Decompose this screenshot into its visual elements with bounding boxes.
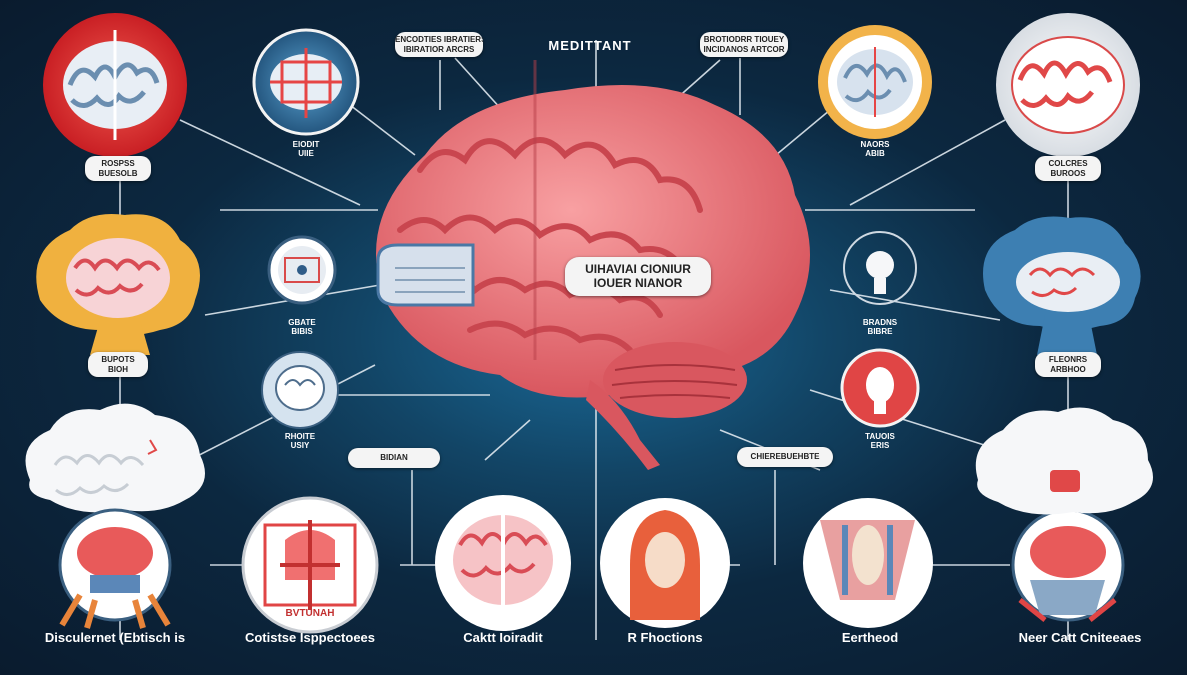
circle-label-c: RHOITE USIY xyxy=(270,432,330,450)
label-left-2-line1: BUPOTS xyxy=(101,355,135,364)
central-brain xyxy=(376,60,810,470)
anatomy-icon-bottom-5 xyxy=(803,498,933,628)
label-right-1-line2: BUROOS xyxy=(1050,168,1086,178)
title: MEDITTANT xyxy=(548,38,632,53)
label-right-2: FLEONRS ARBHOO xyxy=(1035,352,1101,378)
label-left-2: BUPOTS BIOH xyxy=(88,352,148,378)
brain-icon-right-blue xyxy=(983,216,1141,355)
brain-icon-bottomright xyxy=(1011,508,1125,622)
circle-label-e-line1: BRADNS xyxy=(862,318,898,327)
label-right-1-line1: COLCRES xyxy=(1048,159,1088,168)
circle-label-d: NAORS ABIB xyxy=(845,140,905,158)
top-pill-right: BROTIODRR TIOUEY INCIDANOS ARTCOR xyxy=(700,32,788,58)
top-pill-right-line2: INCIDANOS ARTCOR xyxy=(703,44,785,54)
circle-label-e-line2: BIBRE xyxy=(867,327,893,336)
brain-icon-topright-orange xyxy=(818,25,932,139)
mid-pill-left: BIDIAN xyxy=(348,448,440,468)
brain-scan-icon-top xyxy=(252,28,360,136)
caption-6: Neer Catt Cniteeaes xyxy=(1018,630,1142,645)
top-pill-left-line2: IBIRATIOR ARCRS xyxy=(403,44,475,54)
caption-1: Disculernet (Ebtisch is xyxy=(44,630,186,645)
label-left-1: ROSPSS BUESOLB xyxy=(85,156,151,182)
lightbulb-icon-right-red xyxy=(840,348,920,428)
center-label-line1: UIHAVIAI CIONIUR xyxy=(585,262,691,276)
circle-label-c-line2: USIY xyxy=(290,441,310,450)
label-right-2-line1: FLEONRS xyxy=(1048,355,1088,364)
top-pill-left-line1: ENCODTIES IBRATIERS xyxy=(395,35,483,44)
brain-icon-left-white xyxy=(25,403,205,513)
circle-label-d-line1: NAORS xyxy=(860,140,890,149)
top-pill-right-line1: BROTIODRR TIOUEY xyxy=(703,35,785,44)
brain-icon-topright xyxy=(996,13,1140,157)
label-left-1-line2: BUESOLB xyxy=(98,168,138,178)
circle-label-f-line2: ERIS xyxy=(870,441,890,450)
person-icon-bottom-4 xyxy=(600,498,730,628)
circle-label-b-line1: GBATE xyxy=(288,318,316,327)
top-pill-left: ENCODTIES IBRATIERS IBIRATIOR ARCRS xyxy=(395,32,483,58)
center-label-line2: IOUER NIANOR xyxy=(593,276,683,291)
brain-icon-bottom-2: BVTUNAH xyxy=(241,496,379,634)
brain-icon-left-small-2 xyxy=(261,351,339,429)
center-label: UIHAVIAI CIONIUR IOUER NIANOR xyxy=(565,257,711,296)
brain-icon-bottomleft xyxy=(58,508,172,629)
circle-label-e: BRADNS BIBRE xyxy=(850,318,910,336)
brain-icon-topleft xyxy=(43,13,187,157)
ring-label: BVTUNAH xyxy=(286,608,335,619)
label-right-2-line2: ARBHOO xyxy=(1050,364,1086,374)
circle-label-f: TAUOIS ERIS xyxy=(850,432,910,450)
circle-label-a: EIODIT UIIE xyxy=(276,140,336,158)
caption-3: Caktt Ioiradit xyxy=(463,630,543,645)
label-left-2-line2: BIOH xyxy=(108,364,128,374)
brain-icon-bottom-3 xyxy=(435,495,571,631)
brain-icon-left-small-1 xyxy=(267,235,337,305)
label-left-1-line1: ROSPSS xyxy=(101,159,135,168)
circle-label-a-line1: EIODIT xyxy=(292,140,320,149)
brain-icon-left-orange xyxy=(36,214,200,355)
lightbulb-icon-right xyxy=(843,231,917,305)
circle-label-b-line2: BIBIS xyxy=(291,327,313,336)
circle-label-c-line1: RHOITE xyxy=(284,432,316,441)
caption-4: R Fhoctions xyxy=(627,630,703,645)
brain-icon-right-white xyxy=(975,407,1153,515)
circle-label-d-line2: ABIB xyxy=(865,149,885,158)
circle-label-a-line2: UIIE xyxy=(298,149,314,158)
circle-label-b: GBATE BIBIS xyxy=(272,318,332,336)
caption-2: Cotistse Isppectoees xyxy=(244,630,376,645)
caption-5: Eertheod xyxy=(841,630,899,645)
label-right-1: COLCRES BUROOS xyxy=(1035,156,1101,182)
circle-label-f-line1: TAUOIS xyxy=(865,432,895,441)
mid-pill-right: CHIEREBUEHBTE xyxy=(737,447,833,467)
